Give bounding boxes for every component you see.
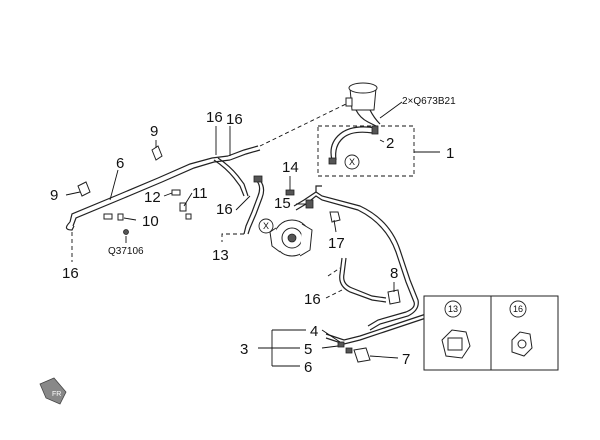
callout-6-upper: 6 [116, 155, 124, 172]
marker-x-upper: X [344, 154, 360, 170]
callout-6-lower: 6 [304, 359, 312, 376]
front-direction-arrow: FR [39, 377, 67, 405]
marker-x-pump: X [258, 218, 274, 234]
callout-13: 13 [212, 247, 229, 264]
callout-10: 10 [142, 213, 159, 230]
svg-text:X: X [263, 221, 269, 231]
callout-4: 4 [310, 323, 318, 340]
callout-14: 14 [282, 159, 299, 176]
callout-16-top-b: 16 [226, 111, 243, 128]
callout-9-left: 9 [50, 187, 58, 204]
clip-legend: 13 16 [423, 295, 559, 371]
front-label: FR [52, 391, 61, 398]
clip-part-code: Q37106 [108, 246, 144, 257]
return-hose-2 [328, 125, 379, 165]
callout-16-left: 16 [62, 265, 79, 282]
callout-8: 8 [390, 265, 398, 282]
reservoir-tank [345, 82, 381, 127]
lower-return-pipes [325, 257, 427, 345]
pressure-line [65, 145, 261, 231]
pump-pressure-line [293, 185, 419, 331]
steering-pump [269, 219, 313, 257]
small-parts [77, 145, 401, 363]
callout-9-upper: 9 [150, 123, 158, 140]
callout-7: 7 [402, 351, 410, 368]
callout-12: 12 [144, 189, 161, 206]
callout-16-top-a: 16 [206, 109, 223, 126]
callout-2: 2 [386, 135, 394, 152]
legend-label-13: 13 [448, 304, 458, 314]
callout-16-lower: 16 [304, 291, 321, 308]
assembly-1-box [317, 125, 415, 177]
callout-3: 3 [240, 341, 248, 358]
legend-label-16: 16 [513, 304, 523, 314]
hose-13 [243, 175, 265, 235]
callout-17: 17 [328, 235, 345, 252]
callout-15: 15 [274, 195, 291, 212]
bolt-quantity-code: 2×Q673B21 [402, 96, 456, 107]
callout-16-mid: 16 [216, 201, 233, 218]
callout-1: 1 [446, 145, 454, 162]
callout-11: 11 [192, 185, 208, 202]
callout-5: 5 [304, 341, 312, 358]
svg-text:X: X [349, 157, 355, 167]
